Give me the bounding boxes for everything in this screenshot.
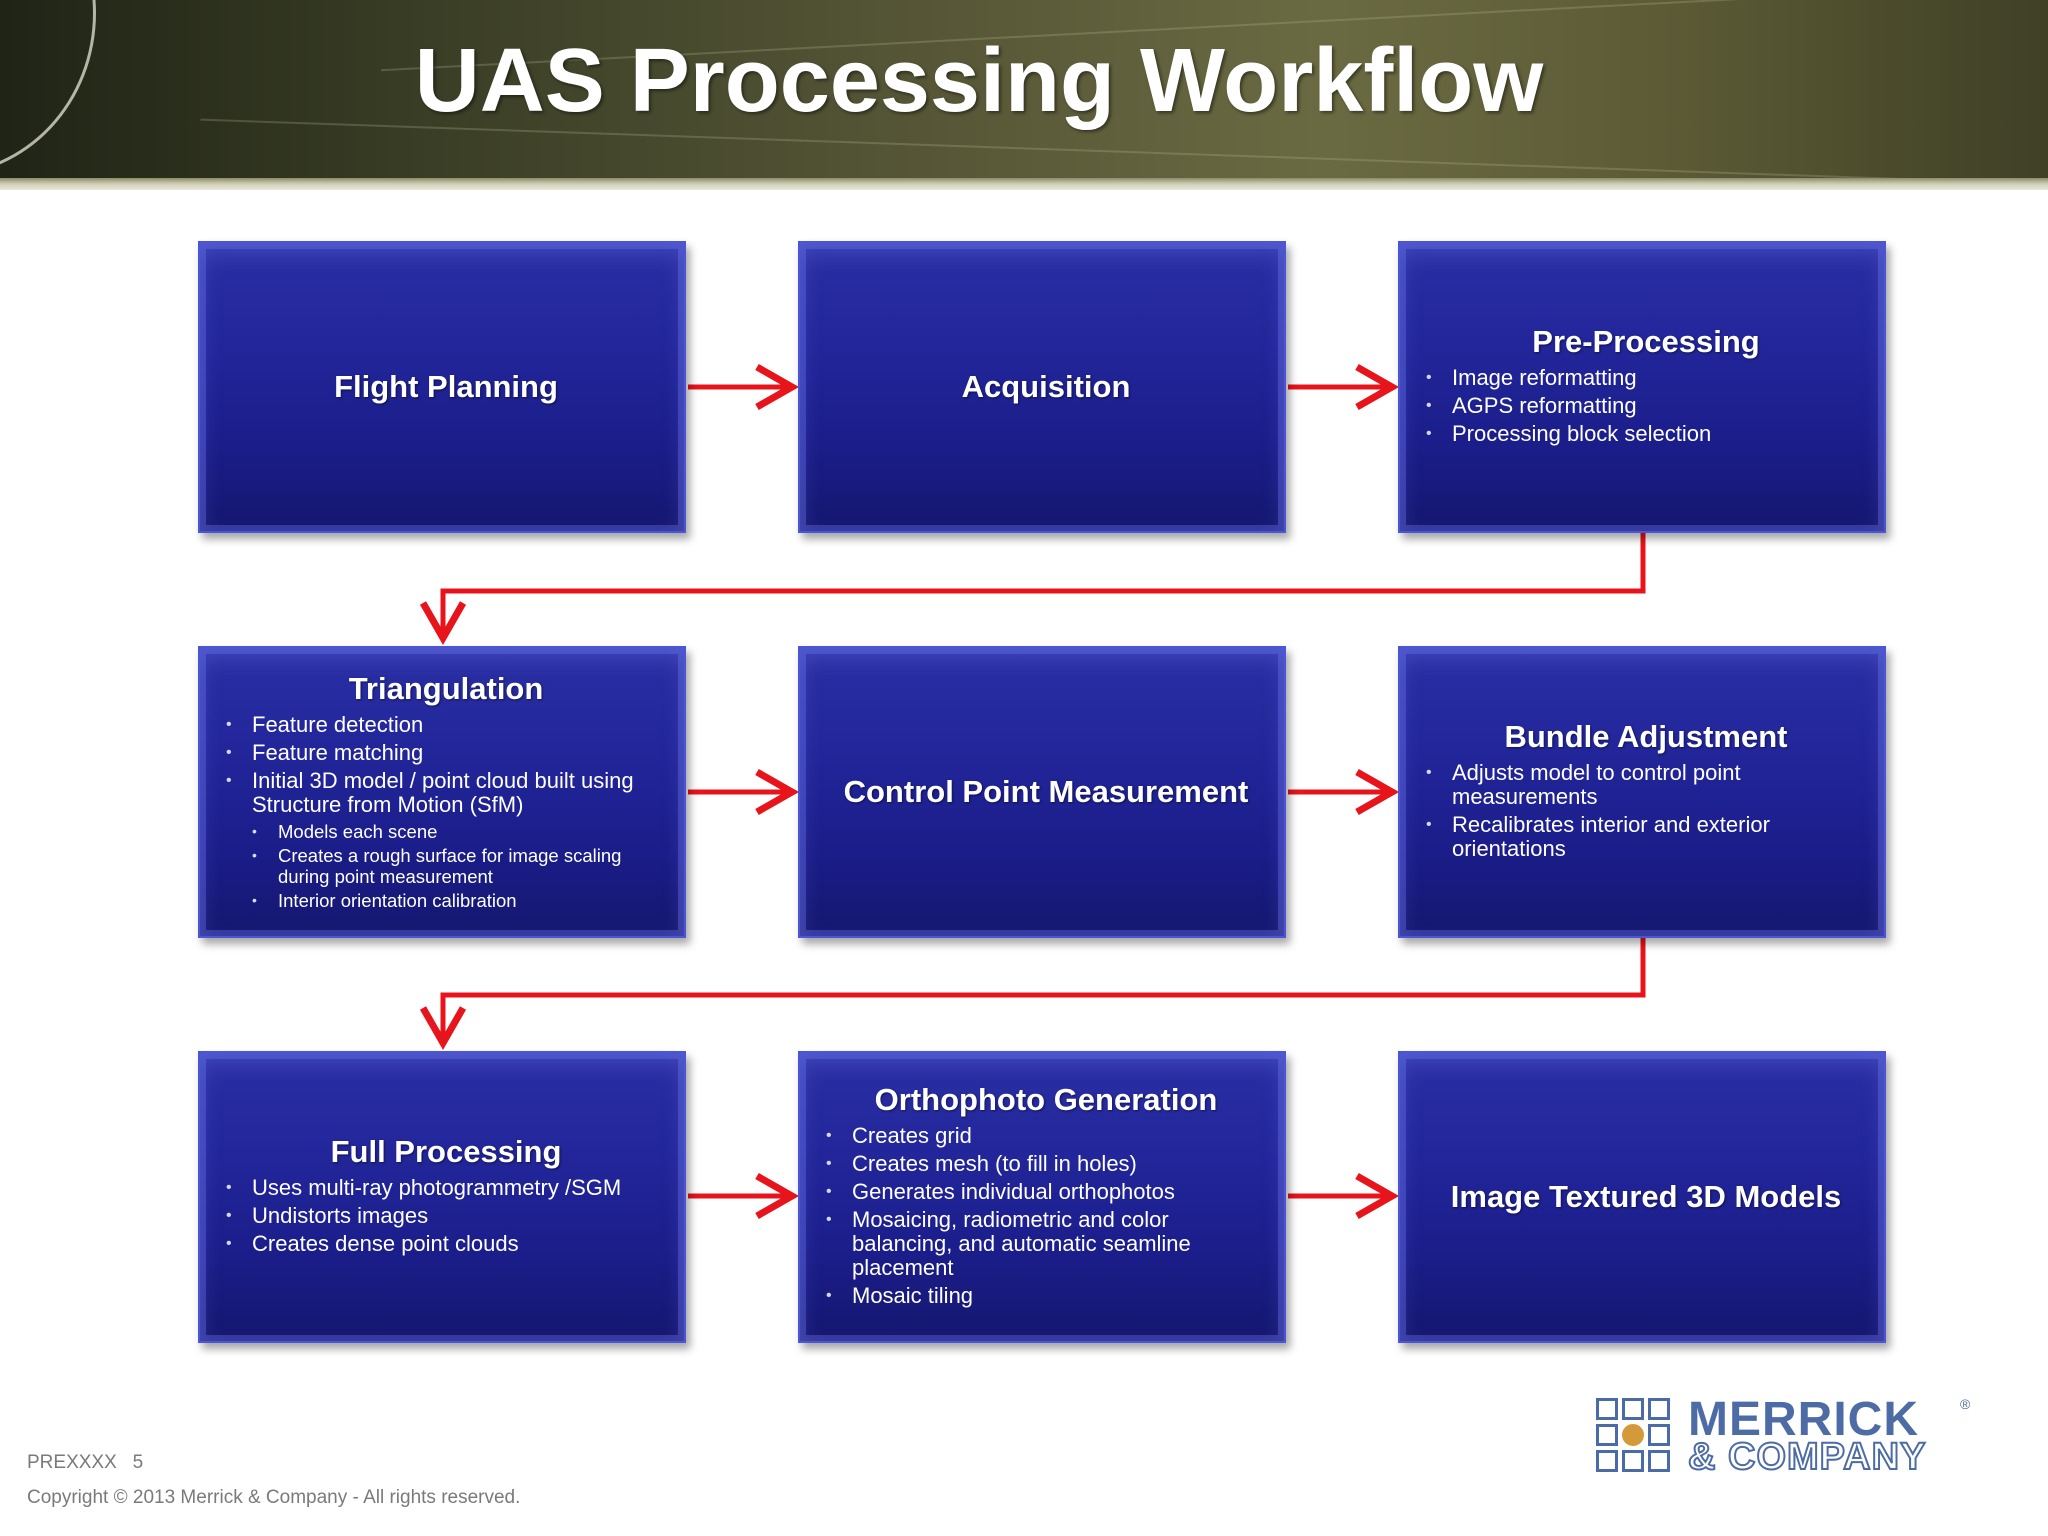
header-divider [0,178,2048,190]
registered-mark: ® [1960,1396,1971,1412]
list-item: AGPS reformatting [1426,394,1866,419]
list-item: Feature detection [226,712,666,737]
bullet-list: Uses multi-ray photogrammetry /SGM Undis… [226,1176,666,1260]
arrow-preprocessing-to-triangulation [419,533,1646,646]
list-item: Image reformatting [1426,366,1866,391]
list-item: Adjusts model to control point measureme… [1426,761,1866,809]
bullet-list: Adjusts model to control point measureme… [1426,761,1866,865]
box-title: Image Textured 3D Models [1450,1179,1842,1214]
box-image-textured-3d-models: Image Textured 3D Models [1398,1051,1886,1343]
box-bundle-adjustment: Bundle Adjustment Adjusts model to contr… [1398,646,1886,938]
header-banner: UAS Processing Workflow [0,0,2048,178]
box-title: Bundle Adjustment [1504,719,1788,754]
box-orthophoto-generation: Orthophoto Generation Creates grid Creat… [798,1051,1286,1343]
list-item: Creates mesh (to fill in holes) [826,1152,1266,1177]
list-item: Creates dense point clouds [226,1232,666,1257]
copyright-text: Copyright © 2013 Merrick & Company - All… [27,1487,521,1508]
sub-list-item: Interior orientation calibration [226,890,666,911]
bullet-list: Creates grid Creates mesh (to fill in ho… [826,1124,1266,1312]
box-title: Flight Planning [334,369,558,404]
arrow-bundle-to-fullprocessing [419,937,1646,1051]
box-title: Orthophoto Generation [874,1082,1218,1117]
list-item: Initial 3D model / point cloud built usi… [226,768,666,817]
box-title: Triangulation [348,670,544,706]
logo-wordmark: MERRICK [1688,1393,1919,1446]
sub-list-item: Models each scene [226,821,666,842]
box-triangulation: Triangulation Feature detection Feature … [198,646,686,938]
list-item: Recalibrates interior and exterior orien… [1426,813,1866,861]
list-item: Uses multi-ray photogrammetry /SGM [226,1176,666,1201]
box-full-processing: Full Processing Uses multi-ray photogram… [198,1051,686,1343]
bullet-list: Image reformatting AGPS reformatting Pro… [1426,366,1866,450]
box-title: Full Processing [330,1134,562,1169]
logo-wordmark-sub: & COMPANY [1687,1435,1927,1479]
list-item: Generates individual orthophotos [826,1180,1266,1205]
logo-grid-icon [1596,1398,1672,1474]
list-item: Mosaic tiling [826,1284,1266,1309]
box-pre-processing: Pre-Processing Image reformatting AGPS r… [1398,241,1886,533]
bullet-list: Feature detection Feature matching Initi… [226,712,666,914]
sub-list-item: Creates a rough surface for image scalin… [226,845,666,887]
box-flight-planning: Flight Planning [198,241,686,533]
list-item: Creates grid [826,1124,1266,1149]
box-title: Acquisition [961,369,1131,404]
list-item: Mosaicing, radiometric and color balanci… [826,1208,1266,1280]
box-acquisition: Acquisition [798,241,1286,533]
box-title: Pre-Processing [1532,324,1760,359]
box-control-point-measurement: Control Point Measurement [798,646,1286,938]
list-item: Undistorts images [226,1204,666,1229]
list-item: Feature matching [226,740,666,765]
box-title: Control Point Measurement [843,774,1249,809]
slide-title: UAS Processing Workflow [414,31,1544,131]
company-logo: MERRICK & COMPANY ® [1596,1393,1976,1479]
slide-code: PREXXXX 5 [27,1452,144,1473]
list-item: Processing block selection [1426,422,1866,447]
